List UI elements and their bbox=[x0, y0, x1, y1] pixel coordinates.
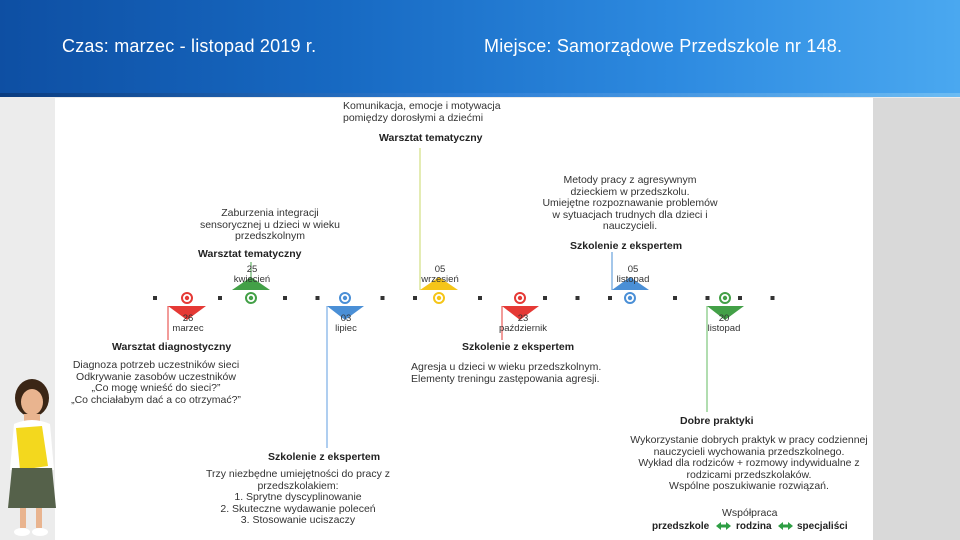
marker-e1 bbox=[168, 292, 206, 320]
e5-description: Agresja u dzieci w wieku przedszkolnym. … bbox=[411, 361, 602, 385]
place-heading: Miejsce: Samorządowe Przedszkole nr 148. bbox=[484, 36, 843, 56]
header-divider bbox=[0, 93, 960, 97]
timeline-dot bbox=[218, 296, 222, 300]
cooperation-item-3: specjaliści bbox=[797, 521, 848, 532]
e7-line-5: Wspólne poszukiwanie rozwiązań. bbox=[669, 480, 829, 492]
timeline-dot bbox=[543, 296, 547, 300]
e6-line-2: dzieckiem w przedszkolu. bbox=[570, 185, 690, 198]
timeline-dot bbox=[673, 296, 677, 300]
header-bar bbox=[0, 0, 960, 96]
e6-type: Szkolenie z ekspertem bbox=[570, 240, 683, 252]
e7-month: listopad bbox=[707, 323, 741, 334]
e2-type: Warsztat tematyczny bbox=[198, 248, 302, 260]
e6-line-4: w sytuacjach trudnych dla dzieci i bbox=[552, 208, 708, 221]
e4-type: Warsztat tematyczny bbox=[379, 132, 483, 144]
e6-description: Metody pracy z agresywnym dzieckiem w pr… bbox=[525, 174, 735, 233]
side-strip bbox=[873, 98, 960, 540]
e1-type: Warsztat diagnostyczny bbox=[112, 341, 232, 353]
timeline-dot bbox=[738, 296, 742, 300]
timeline-dot bbox=[575, 296, 580, 300]
cooperation-title: Współpraca bbox=[722, 507, 778, 519]
e2-day: 25 bbox=[246, 264, 258, 275]
e7-description: Wykorzystanie dobrych praktyk w pracy co… bbox=[618, 434, 880, 493]
e1-line-3: „Co mogę wnieść do sieci?” bbox=[91, 382, 221, 394]
e4-day: 05 bbox=[434, 264, 446, 275]
timeline-dot bbox=[315, 296, 320, 300]
e3-line-5: 3. Stosowanie uciszaczy bbox=[240, 514, 356, 526]
timeline-dot bbox=[380, 296, 385, 300]
e2-line-2: sensorycznej u dzieci w wieku bbox=[199, 218, 341, 231]
e6-day: 05 bbox=[627, 264, 639, 275]
e1-day: 26 bbox=[182, 313, 194, 324]
e2-month: kwiecień bbox=[233, 274, 271, 285]
e3-description: Trzy niezbędne umiejętności do pracy z p… bbox=[200, 468, 396, 527]
e2-description: Zaburzenia integracji sensorycznej u dzi… bbox=[180, 207, 360, 243]
e7-line-1: Wykorzystanie dobrych praktyk w pracy co… bbox=[630, 434, 868, 446]
e6-line-1: Metody pracy z agresywnym bbox=[563, 174, 697, 186]
timeline-dot bbox=[770, 296, 775, 300]
e2-line-3: przedszkolnym bbox=[234, 230, 306, 242]
girl-illustration bbox=[8, 379, 56, 536]
cooperation-item-1: przedszkole bbox=[652, 521, 710, 532]
e1-line-2: Odkrywanie zasobów uczestników bbox=[76, 370, 236, 383]
marker-e7 bbox=[707, 292, 744, 320]
timeline-dots bbox=[153, 296, 775, 300]
e7-type: Dobre praktyki bbox=[680, 415, 754, 427]
e4-description: Komunikacja, emocje i motywacja pomiędzy… bbox=[343, 100, 501, 124]
e7-line-4: rodzicami przedszkolaków. bbox=[686, 468, 812, 481]
e3-day: 03 bbox=[340, 313, 352, 324]
timeline-dot bbox=[283, 296, 287, 300]
e2-date: 25 kwiecień bbox=[230, 265, 274, 285]
marker-e3 bbox=[327, 292, 364, 320]
arrow-icon-1 bbox=[716, 522, 731, 530]
timeline-dot bbox=[153, 296, 157, 300]
e2-line-1: Zaburzenia integracji bbox=[221, 207, 319, 219]
cooperation-item-2: rodzina bbox=[736, 521, 772, 532]
e6-line-3: Umiejętne rozpoznawanie problemów bbox=[542, 197, 718, 209]
e3-date: 03 lipiec bbox=[327, 314, 365, 334]
e5-line-2: Elementy treningu zastępowania agresji. bbox=[411, 372, 600, 385]
e5-line-1: Agresja u dzieci w wieku przedszkolnym. bbox=[411, 361, 602, 373]
marker-e4 bbox=[420, 277, 458, 304]
e5-month: październik bbox=[498, 323, 548, 334]
e4-date: 05 wrzesień bbox=[420, 265, 460, 285]
e3-line-1: Trzy niezbędne umiejętności do pracy z bbox=[205, 468, 391, 480]
e1-line-1: Diagnoza potrzeb uczestników sieci bbox=[72, 359, 240, 371]
e7-line-2: nauczycieli wychowania przedszkolnego. bbox=[653, 445, 845, 458]
e5-type: Szkolenie z ekspertem bbox=[462, 341, 575, 353]
e3-line-4: 2. Skuteczne wydawanie poleceń bbox=[220, 502, 376, 515]
timeline-dot bbox=[608, 296, 612, 300]
e3-line-3: 1. Sprytne dyscyplinowanie bbox=[234, 491, 362, 503]
e4-month: wrzesień bbox=[421, 274, 459, 285]
marker-e2 bbox=[232, 277, 270, 304]
timeline-dot bbox=[478, 296, 482, 300]
arrow-icon-2 bbox=[778, 522, 793, 530]
e6-month: listopad bbox=[616, 274, 650, 285]
e1-description: Diagnoza potrzeb uczestników sieci Odkry… bbox=[66, 359, 246, 406]
e3-type: Szkolenie z ekspertem bbox=[268, 451, 381, 463]
e6-date: 05 listopad bbox=[612, 265, 654, 285]
e5-day: 23 bbox=[517, 313, 529, 324]
e4-line-2: pomiędzy dorosłymi a dziećmi bbox=[343, 111, 484, 124]
e5-date: 23 październik bbox=[496, 314, 550, 334]
e6-line-5: nauczycieli. bbox=[602, 220, 658, 232]
e3-month: lipiec bbox=[335, 323, 357, 334]
time-heading: Czas: marzec - listopad 2019 r. bbox=[62, 36, 317, 56]
e7-day: 20 bbox=[718, 313, 730, 324]
e3-line-2: przedszkolakiem: bbox=[257, 479, 339, 492]
e1-line-4: „Co chciałabym dać a co otrzymać?” bbox=[71, 393, 241, 406]
e7-line-3: Wykład dla rodziców + rozmowy indywidual… bbox=[638, 457, 860, 469]
e1-month: marzec bbox=[172, 323, 204, 334]
e4-line-1: Komunikacja, emocje i motywacja bbox=[343, 100, 501, 112]
timeline-panel bbox=[55, 98, 873, 540]
marker-e5 bbox=[502, 292, 539, 320]
e1-date: 26 marzec bbox=[168, 314, 208, 334]
e7-date: 20 listopad bbox=[702, 314, 746, 334]
timeline-dot bbox=[413, 296, 417, 300]
marker-e6 bbox=[612, 277, 649, 304]
timeline-dot bbox=[705, 296, 710, 300]
